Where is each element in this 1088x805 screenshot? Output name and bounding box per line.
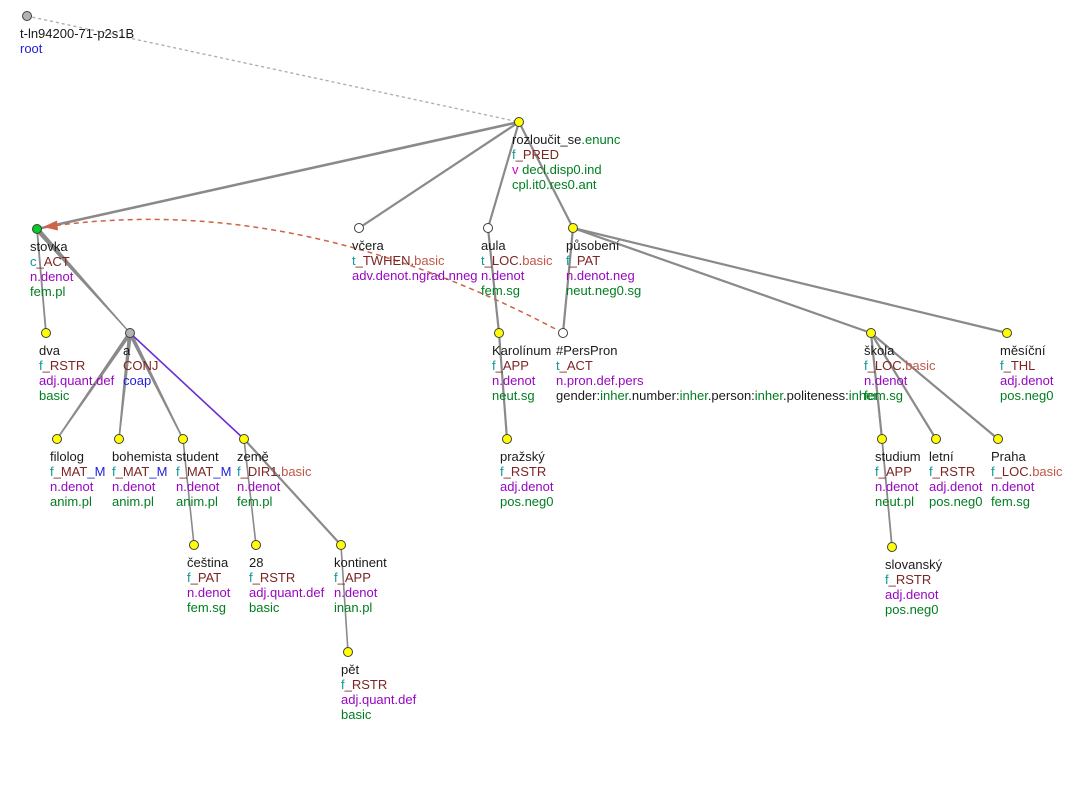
tree-node-skola[interactable]	[866, 328, 876, 338]
edge-rozloucit-vcera	[357, 120, 521, 230]
tree-node-vcera[interactable]	[354, 223, 364, 233]
edge-kontinent-pet	[340, 544, 349, 653]
tree-node-cestina[interactable]	[189, 540, 199, 550]
edge-stovka-dva	[36, 228, 47, 334]
edge-stovka-a	[35, 227, 131, 334]
coref-arrowhead	[43, 220, 58, 231]
tree-node-prazsky[interactable]	[502, 434, 512, 444]
edge-a-student	[128, 332, 184, 440]
tree-node-a[interactable]	[125, 328, 135, 338]
tree-node-root[interactable]	[22, 11, 32, 21]
tree-node-student[interactable]	[178, 434, 188, 444]
edge-karolinum-prazsky	[497, 331, 509, 441]
edge-rozloucit-pusobeni	[517, 120, 575, 230]
tree-node-rozloucit[interactable]	[514, 117, 524, 127]
edge-skola-praha	[869, 331, 1000, 441]
edge-skola-studium	[869, 331, 884, 441]
tree-node-perspron[interactable]	[558, 328, 568, 338]
edge-a-zeme	[129, 332, 245, 440]
tree-node-zeme[interactable]	[239, 434, 249, 444]
edge-pusobeni-skola	[571, 226, 873, 335]
tree-node-studium[interactable]	[877, 434, 887, 444]
edge-zeme-n28	[243, 438, 257, 546]
tree-node-pusobeni[interactable]	[568, 223, 578, 233]
tree-node-filolog[interactable]	[52, 434, 62, 444]
edge-rozloucit-stovka	[35, 120, 521, 231]
edge-studium-slovansky	[881, 438, 893, 548]
tree-node-mesicni[interactable]	[1002, 328, 1012, 338]
coref-arc	[51, 218, 564, 334]
edge-pusobeni-perspron	[561, 226, 575, 335]
tree-node-aula[interactable]	[483, 223, 493, 233]
edge-a-filolog	[56, 331, 132, 440]
edge-root-rozloucit	[26, 15, 520, 123]
edge-pusobeni-mesicni	[571, 226, 1009, 335]
tree-node-slovansky[interactable]	[887, 542, 897, 552]
tree-node-pet[interactable]	[343, 647, 353, 657]
edge-zeme-kontinent	[242, 437, 343, 547]
tree-node-dva[interactable]	[41, 328, 51, 338]
tree-node-praha[interactable]	[993, 434, 1003, 444]
edge-a-bohemista	[118, 332, 132, 440]
tree-node-n28[interactable]	[251, 540, 261, 550]
tree-node-karolinum[interactable]	[494, 328, 504, 338]
tree-node-kontinent[interactable]	[336, 540, 346, 550]
tree-node-bohemista[interactable]	[114, 434, 124, 444]
edge-skola-letni	[869, 331, 938, 441]
edge-rozloucit-aula	[486, 120, 521, 230]
edge-student-cestina	[182, 438, 195, 546]
tree-node-stovka[interactable]	[32, 224, 42, 234]
edge-aula-karolinum	[486, 226, 501, 335]
tree-node-letni[interactable]	[931, 434, 941, 444]
